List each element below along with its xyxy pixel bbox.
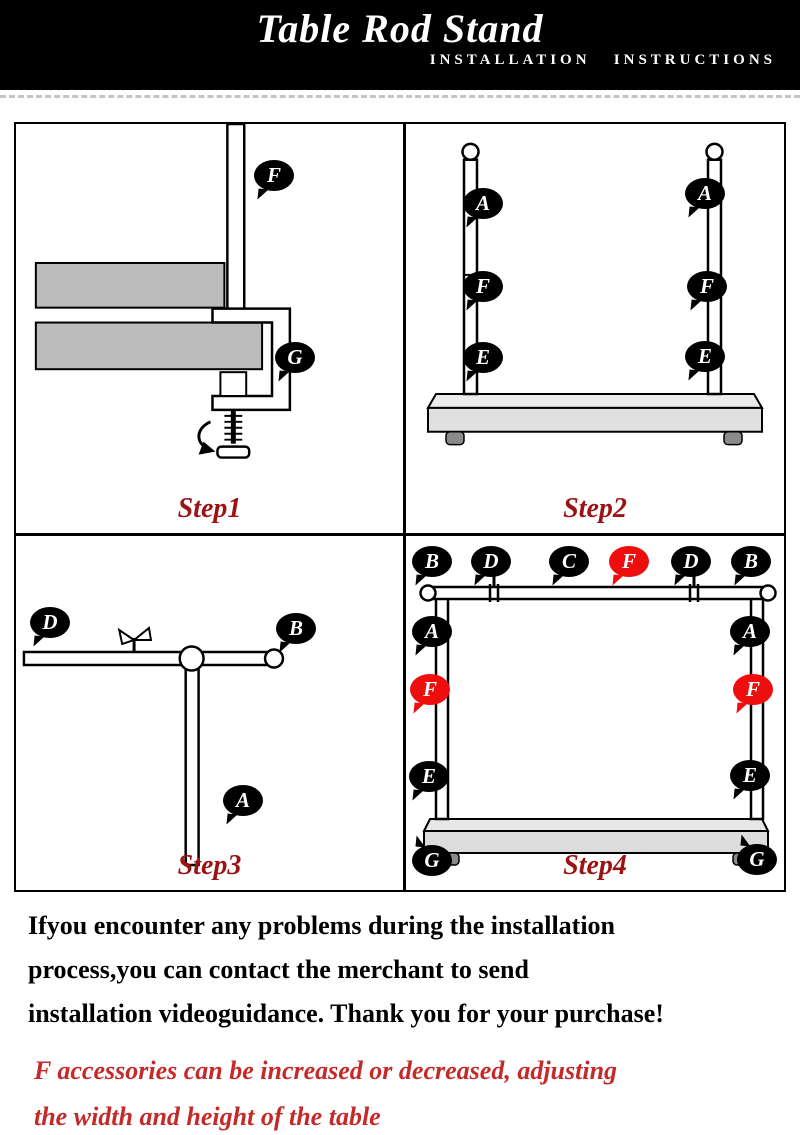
step2-diagram — [426, 142, 764, 446]
accessory-note-line2: the width and height of the table — [34, 1102, 381, 1131]
panel-step1: F G Step1 — [16, 124, 406, 536]
step1-diagram — [34, 124, 292, 459]
steps-grid: F G Step1 A F E A F E Step2 — [14, 122, 786, 892]
part-label-e-right: E — [685, 341, 725, 372]
base-foot-left — [445, 430, 465, 446]
part-label-g-left: G — [412, 845, 452, 876]
top-crossbar — [430, 585, 766, 601]
panel-step4: B D C F D B A A F F E E G G Step4 — [406, 536, 784, 890]
horizontal-rod — [22, 650, 270, 667]
part-label-e-left: E — [463, 342, 503, 373]
table-top-upper — [34, 261, 226, 309]
part-label-f-left: F — [410, 674, 450, 705]
crossbar-end-ball-right — [759, 584, 777, 602]
part-label-b-top-right: B — [731, 546, 771, 577]
part-label-a-left: A — [463, 188, 503, 219]
screw-knob — [216, 445, 251, 459]
crossbar-wing-screws — [492, 576, 696, 587]
part-label-a-left: A — [412, 616, 452, 647]
accessory-note: F accessories can be increased or decrea… — [34, 1048, 766, 1135]
support-note-line2: process,you can contact the merchant to … — [28, 955, 529, 984]
header: Table Rod Stand INSTALLATION INSTRUCTION… — [0, 0, 800, 90]
vertical-rod — [184, 663, 200, 867]
wing-screw-right — [131, 626, 153, 641]
accessory-note-line1: F accessories can be increased or decrea… — [34, 1056, 618, 1085]
part-label-f-left: F — [463, 271, 503, 302]
step4-diagram — [419, 576, 777, 866]
part-label-g-right: G — [737, 844, 777, 875]
step3-label: Step3 — [177, 850, 242, 881]
part-label-d-top-left: D — [471, 546, 511, 577]
part-label-d-top-right: D — [671, 546, 711, 577]
base-foot-right — [723, 430, 743, 446]
dashed-divider — [0, 95, 800, 98]
step1-label: Step1 — [177, 493, 242, 524]
base-top — [426, 393, 764, 409]
wing-screw-left — [117, 627, 137, 646]
part-label-c-top: C — [549, 546, 589, 577]
part-label-b: B — [276, 613, 316, 644]
header-subtitle: INSTALLATION INSTRUCTIONS — [429, 52, 776, 68]
table-top-lower — [34, 321, 264, 371]
crossbar-collars — [488, 584, 700, 602]
part-label-b-top-left: B — [412, 546, 452, 577]
support-note: Ifyou encounter any problems during the … — [28, 904, 772, 1036]
step3-diagram — [22, 626, 285, 867]
vertical-rod — [226, 124, 246, 312]
clamp-pad — [219, 371, 248, 397]
base-top — [422, 818, 770, 832]
part-label-f-right: F — [733, 674, 773, 705]
page-title: Table Rod Stand — [256, 6, 544, 51]
support-note-line3: installation videoguidance. Thank you fo… — [28, 999, 664, 1028]
panel-step2: A F E A F E Step2 — [406, 124, 784, 536]
part-label-f-top: F — [609, 546, 649, 577]
screw-threads — [224, 414, 243, 441]
part-label-e-left: E — [409, 761, 449, 792]
part-label-e-right: E — [730, 760, 770, 791]
support-note-line1: Ifyou encounter any problems during the … — [28, 911, 616, 940]
pole-joints — [436, 685, 763, 695]
panel-step3: D B A Step3 — [16, 536, 406, 890]
pole-top-ring-left — [461, 142, 480, 161]
rod-end-ball — [263, 648, 285, 669]
base-front — [427, 406, 763, 433]
part-label-f-right: F — [687, 271, 727, 302]
part-label-a: A — [223, 785, 263, 816]
part-label-f: F — [254, 160, 294, 191]
rotation-arrowhead — [198, 441, 216, 455]
crossbar-end-ball-left — [419, 584, 437, 602]
part-label-d: D — [30, 607, 70, 638]
pole-top-ring-right — [705, 142, 724, 161]
connector-collar — [178, 645, 205, 672]
part-label-a-right: A — [685, 178, 725, 209]
part-label-a-right: A — [730, 616, 770, 647]
step2-label: Step2 — [563, 493, 627, 524]
step4-label: Step4 — [563, 850, 627, 881]
part-label-g: G — [275, 342, 315, 373]
